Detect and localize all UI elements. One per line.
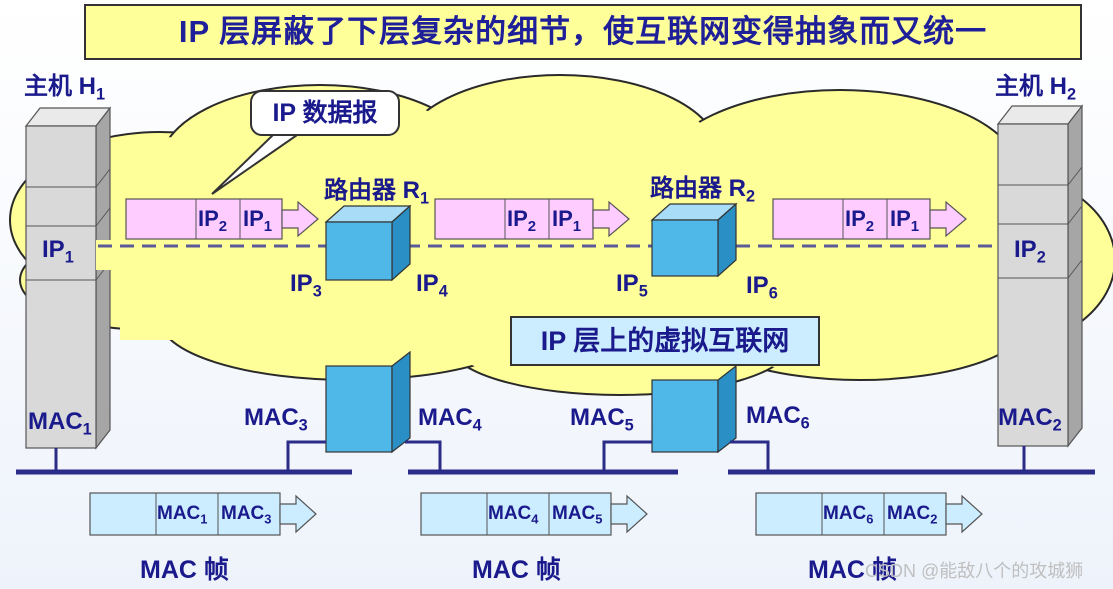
ip-datagram-2: [434, 198, 630, 240]
datagram-3-src: IP1: [890, 206, 920, 236]
virtual-internet-label: IP 层上的虚拟互联网: [510, 316, 820, 366]
frame-3-a: MAC6: [823, 503, 874, 527]
host-h1-label: 主机 H1: [24, 73, 106, 104]
datagram-2-dst: IP2: [507, 206, 537, 236]
router-r2-ip-in: IP5: [616, 270, 648, 301]
router-r2-ip-out: IP6: [746, 272, 778, 303]
mac-frame-3: [755, 492, 983, 536]
router-r1-lower: [325, 350, 411, 454]
frame-1-b: MAC3: [221, 503, 272, 527]
router-r1-mac-in: MAC3: [244, 404, 308, 435]
router-r2-cube: [650, 202, 738, 278]
router-r2-lower: [651, 364, 737, 454]
router-r1-cube: [324, 204, 412, 282]
frame-2-caption: MAC 帧: [472, 556, 561, 584]
host-h1-ip: IP1: [42, 236, 74, 267]
datagram-2-src: IP1: [552, 206, 582, 236]
datagram-1-src: IP1: [243, 206, 273, 236]
ip-datagram-callout: IP 数据报: [250, 90, 400, 136]
frame-2-b: MAC5: [552, 503, 603, 527]
frame-2-a: MAC4: [488, 503, 539, 527]
ip-datagram-3: [772, 198, 967, 240]
router-r2-mac-out: MAC6: [746, 402, 810, 433]
host-h2: [996, 104, 1084, 448]
frame-3-caption: MAC 帧: [808, 556, 897, 584]
mac-frame-2: [420, 492, 648, 536]
host-h2-mac: MAC2: [998, 404, 1062, 435]
host-h2-label: 主机 H2: [995, 73, 1077, 104]
datagram-3-dst: IP2: [845, 206, 875, 236]
frame-1-a: MAC1: [157, 503, 208, 527]
slide-title: IP 层屏蔽了下层复杂的细节，使互联网变得抽象而又统一: [84, 4, 1082, 60]
router-r1-mac-out: MAC4: [418, 404, 482, 435]
physical-networks: [16, 440, 1095, 475]
ip-datagram-1: [125, 198, 319, 240]
router-r2-label: 路由器 R2: [650, 175, 756, 206]
datagram-1-dst: IP2: [198, 206, 228, 236]
mac-frame-1: [89, 492, 317, 536]
router-r2-mac-in: MAC5: [570, 404, 634, 435]
router-r1-ip-in: IP3: [290, 270, 322, 301]
host-h2-ip: IP2: [1014, 236, 1046, 267]
host-h1: [24, 106, 112, 450]
host-h1-mac: MAC1: [28, 408, 92, 439]
frame-1-caption: MAC 帧: [140, 556, 229, 584]
watermark: CSDN @能敌八个的攻城狮: [865, 561, 1084, 581]
router-r1-label: 路由器 R1: [324, 177, 430, 208]
frame-3-b: MAC2: [887, 503, 938, 527]
router-r1-ip-out: IP4: [416, 270, 448, 301]
